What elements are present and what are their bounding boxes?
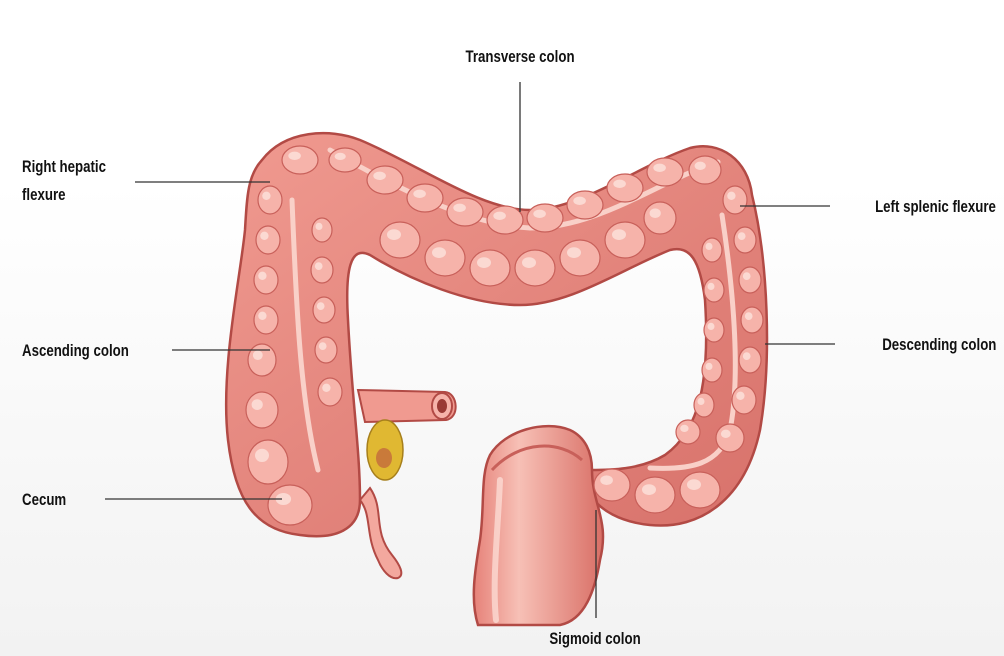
label-right-hepatic-line1: Right hepatic <box>22 154 106 180</box>
label-left-splenic-flexure: Left splenic flexure <box>875 194 996 220</box>
label-sigmoid-colon: Sigmoid colon <box>525 626 665 652</box>
label-right-hepatic-line2: flexure <box>22 182 65 208</box>
label-cecum: Cecum <box>22 487 66 513</box>
label-descending-colon: Descending colon <box>882 332 996 358</box>
label-ascending-colon: Ascending colon <box>22 338 129 364</box>
label-transverse-colon: Transverse colon <box>454 44 587 70</box>
